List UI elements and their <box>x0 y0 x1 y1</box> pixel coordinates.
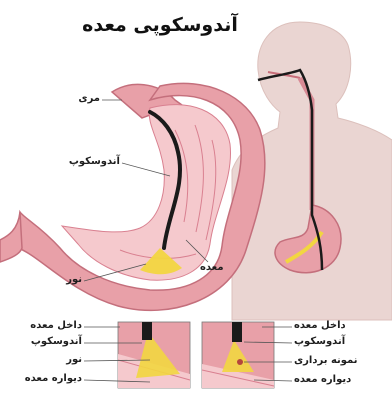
label-endoscope: آندوسکوپ <box>56 156 120 167</box>
detail-left-label-inside-stomach: داخل معده <box>14 320 82 331</box>
label-light: نور <box>52 274 82 285</box>
label-stomach: معده <box>200 262 240 273</box>
detail-right-label-inside-stomach: داخل معده <box>294 320 380 331</box>
detail-panel-right <box>202 322 292 388</box>
detail-left-label-endoscope: آندوسکوپ <box>14 336 82 347</box>
detail-panel-left <box>84 322 190 388</box>
detail-right-label-biopsy: نمونه برداری <box>294 355 386 366</box>
large-stomach <box>0 83 265 310</box>
detail-right-label-endoscope: آندوسکوپ <box>294 336 380 347</box>
label-esophagus: مری <box>62 93 100 104</box>
detail-right-label-stomach-wall: دیواره معده <box>294 374 386 385</box>
detail-left-label-light: نور <box>14 354 82 365</box>
detail-left-label-stomach-wall: دیواره معده <box>4 373 82 384</box>
